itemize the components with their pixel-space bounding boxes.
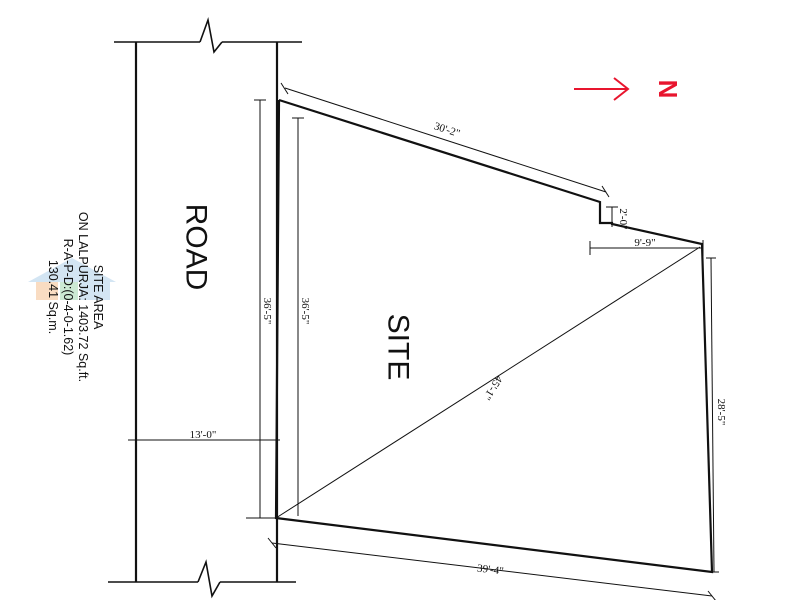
site-area-line-2: R-A-P-D:(0-4-0-1.62) <box>61 239 75 356</box>
road-bottom-break-symbol <box>197 559 221 599</box>
dim-line-bottom <box>271 542 713 597</box>
diagonal-line <box>275 246 701 519</box>
dim-label-left-outer: 36'-5" <box>261 298 273 325</box>
dim-tick <box>267 537 277 549</box>
dim-label-road-width: 13'-0" <box>190 429 217 441</box>
site-label: SITE <box>382 314 415 381</box>
site-area-line-3: 130.41 Sq.m. <box>46 260 60 334</box>
north-arrow <box>574 77 630 101</box>
site-area-note: SITE AREA ON LALPURJA: 1403.72 Sq.ft. R-… <box>46 212 105 382</box>
dim-tick <box>601 185 610 198</box>
north-label: N <box>653 80 683 99</box>
dim-tick <box>707 590 716 600</box>
site-area-heading: SITE AREA <box>91 265 105 330</box>
dim-label-inner: 9'-9" <box>634 237 655 249</box>
dim-tick <box>280 82 289 95</box>
dimension-lines <box>128 82 719 600</box>
site-area-line-1: ON LALPURJA: 1403.72 Sq.ft. <box>76 212 90 382</box>
road-top-break-symbol <box>199 16 223 54</box>
dim-label-left-inner: 36'-5" <box>299 298 311 325</box>
dim-label-right: 28'-5" <box>715 399 727 426</box>
road-label: ROAD <box>180 204 213 291</box>
north-arrow-head-icon <box>613 77 630 101</box>
site-boundary <box>274 98 714 574</box>
dim-line-right <box>710 257 715 573</box>
dim-line-top <box>284 87 607 193</box>
dim-label-notch: 2'-0" <box>617 208 629 229</box>
watermark-house-icon <box>28 258 116 300</box>
dim-label-diagonal: 45'-1" <box>480 373 504 402</box>
dim-label-bottom: 39'-4" <box>476 562 504 577</box>
